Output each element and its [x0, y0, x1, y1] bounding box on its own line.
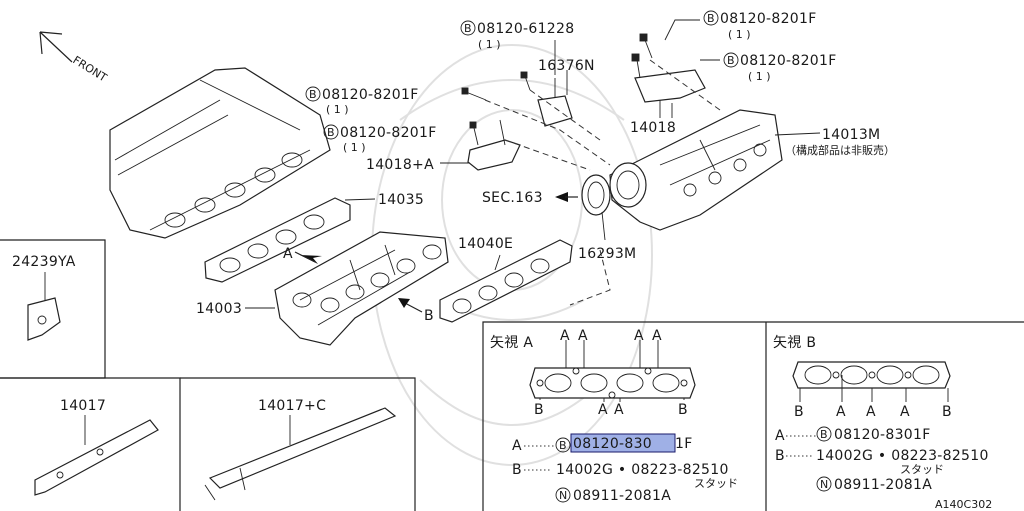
label-b-08120-8201F-left: B 08120-8201F ( 1 )	[305, 86, 419, 116]
svg-text:14002G • 08223-82510: 14002G • 08223-82510	[556, 462, 729, 478]
svg-text:A: A	[900, 404, 910, 420]
svg-text:08120-8201F: 08120-8201F	[322, 87, 419, 103]
svg-text:A: A	[283, 246, 293, 262]
view-b-panel: 矢視 B B A A A B A B 08120-8301F B 14002G …	[773, 335, 992, 511]
svg-text:08120-830: 08120-830	[573, 436, 652, 452]
label-14018: 14018	[630, 120, 676, 136]
svg-text:1F: 1F	[675, 436, 693, 452]
bracket-14018	[634, 69, 706, 118]
svg-text:A: A	[560, 328, 570, 344]
svg-text:A: A	[652, 328, 662, 344]
svg-text:B: B	[707, 12, 715, 25]
label-14013M-note: （構成部品は非販売）	[785, 143, 895, 157]
svg-text:B: B	[534, 402, 544, 418]
label-14018-a: 14018+A	[366, 157, 434, 173]
svg-text:( 1 ): ( 1 )	[478, 38, 501, 51]
view-a-panel: 矢視 A A A A A B A A B A B 08120-830 1F B	[482, 321, 1024, 511]
svg-text:08911-2081A: 08911-2081A	[834, 477, 932, 493]
svg-text:( 1 ): ( 1 )	[343, 141, 366, 154]
svg-text:( 1 ): ( 1 )	[326, 103, 349, 116]
label-b-08120-8201F-mid: B 08120-8201F ( 1 )	[323, 124, 437, 154]
svg-text:N: N	[820, 478, 828, 491]
view-b-title: 矢視 B	[773, 335, 816, 351]
svg-text:B: B	[559, 439, 567, 452]
bracket-16376N	[537, 78, 573, 127]
svg-text:14017: 14017	[60, 398, 106, 414]
svg-text:( 1 ): ( 1 )	[728, 28, 751, 41]
front-label: FRONT	[70, 54, 109, 85]
svg-text:A: A	[836, 404, 846, 420]
svg-text:B: B	[820, 428, 828, 441]
sec163-arrow	[555, 192, 578, 202]
svg-text:B: B	[775, 448, 785, 464]
svg-text:B: B	[327, 126, 335, 139]
box-14017: 14017	[0, 377, 181, 511]
view-arrow-b: B	[398, 298, 434, 324]
svg-text:B: B	[727, 54, 735, 67]
label-14040E: 14040E	[458, 236, 513, 252]
svg-text:08911-2081A: 08911-2081A	[573, 488, 671, 504]
throttle-gasket-16293M	[581, 174, 611, 241]
label-b-08120-8201F-right: B 08120-8201F ( 1 )	[723, 52, 837, 83]
highlighted-part-number[interactable]	[570, 433, 676, 453]
label-14035: 14035	[378, 192, 424, 208]
gasket-14035	[204, 197, 376, 283]
svg-text:14002G • 08223-82510: 14002G • 08223-82510	[816, 448, 989, 464]
svg-text:08120-61228: 08120-61228	[477, 21, 574, 37]
front-arrow: FRONT	[39, 31, 109, 85]
label-sec163: SEC.163	[482, 190, 543, 206]
svg-text:A: A	[634, 328, 644, 344]
bracket-14018-A	[440, 119, 521, 171]
leader-lines	[554, 19, 720, 118]
svg-text:A: A	[775, 428, 785, 444]
dashed-leaders	[484, 59, 721, 306]
figure-code: A140C302	[935, 498, 992, 511]
svg-text:B: B	[678, 402, 688, 418]
cylinder-head	[109, 67, 331, 239]
label-16293M: 16293M	[578, 246, 636, 262]
collector-14013M	[609, 109, 821, 231]
svg-text:( 1 ): ( 1 )	[748, 70, 771, 83]
svg-text:14017+C: 14017+C	[258, 398, 326, 414]
box-14017-c: 14017+C	[180, 377, 416, 511]
intake-manifold-14003	[245, 231, 449, 346]
part-labels: B 08120-61228 ( 1 ) B 08120-8201F ( 1 ) …	[196, 10, 895, 317]
svg-text:A: A	[598, 402, 608, 418]
svg-text:A: A	[578, 328, 588, 344]
svg-text:B: B	[309, 88, 317, 101]
label-b-08120-8201F-top: B 08120-8201F ( 1 )	[703, 10, 817, 41]
label-14013M: 14013M	[822, 127, 880, 143]
svg-text:A: A	[512, 438, 522, 454]
svg-text:B: B	[512, 462, 522, 478]
svg-text:B: B	[464, 22, 472, 35]
label-14003: 14003	[196, 301, 242, 317]
label-b-08120-61228: B 08120-61228 ( 1 )	[460, 20, 574, 51]
view-a-title: 矢視 A	[490, 335, 533, 351]
svg-text:B: B	[942, 404, 952, 420]
svg-text:08120-8201F: 08120-8201F	[740, 53, 837, 69]
svg-text:08120-8201F: 08120-8201F	[340, 125, 437, 141]
svg-text:B: B	[424, 308, 434, 324]
view-arrow-a: A	[283, 246, 322, 264]
bolt-icons	[461, 33, 653, 146]
label-16376N: 16376N	[538, 58, 595, 74]
box-24239YA: 24239YA	[0, 239, 106, 379]
svg-text:24239YA: 24239YA	[12, 254, 76, 270]
svg-text:N: N	[559, 489, 567, 502]
gasket-14040E	[439, 239, 573, 323]
svg-text:A: A	[866, 404, 876, 420]
svg-text:スタッド: スタッド	[900, 463, 944, 476]
svg-text:08120-8301F: 08120-8301F	[834, 427, 931, 443]
svg-text:08120-8201F: 08120-8201F	[720, 11, 817, 27]
svg-text:スタッド: スタッド	[694, 477, 738, 490]
svg-text:A: A	[614, 402, 624, 418]
svg-text:B: B	[794, 404, 804, 420]
